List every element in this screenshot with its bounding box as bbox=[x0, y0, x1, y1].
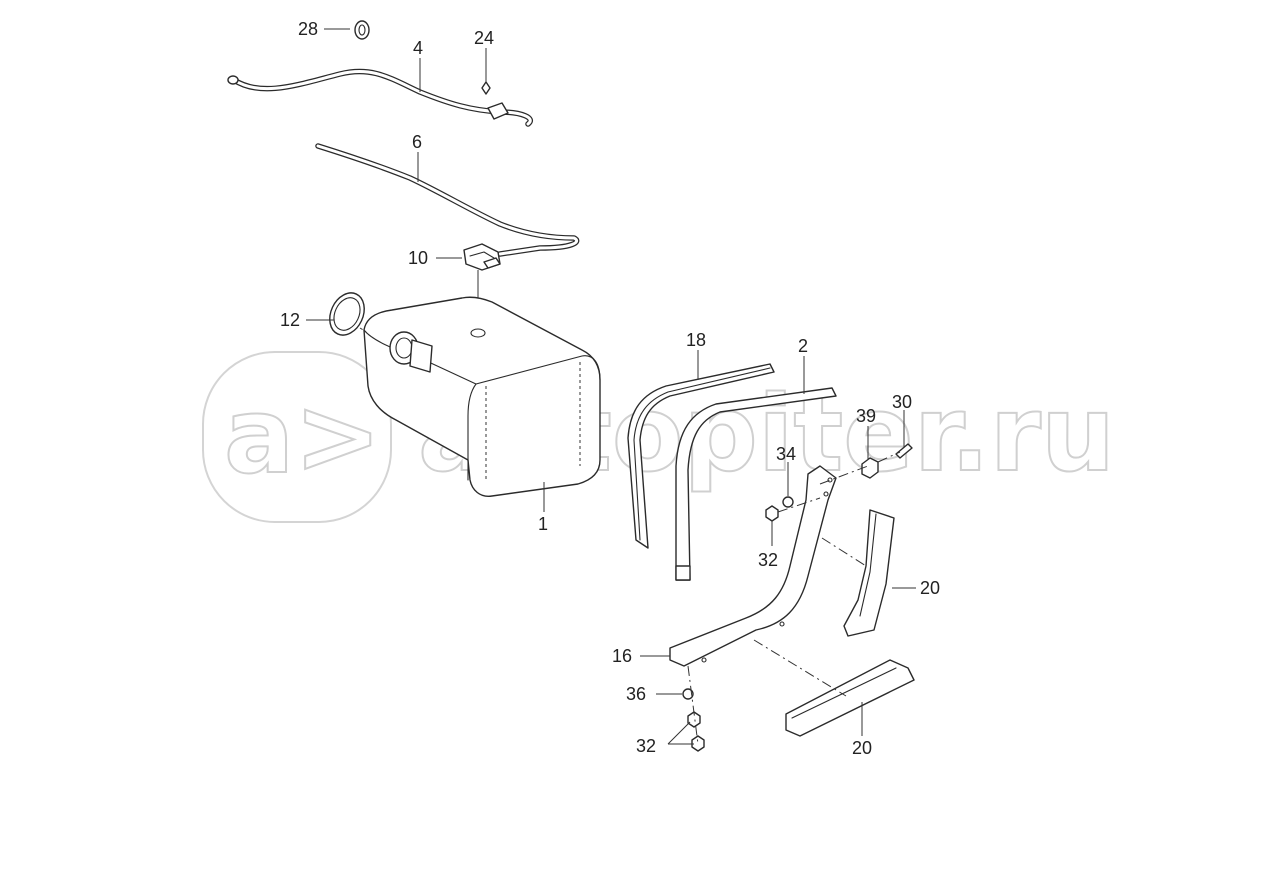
callout-2: 2 bbox=[798, 336, 808, 356]
callout-10: 10 bbox=[408, 248, 428, 268]
rubber-bushing-part-39 bbox=[861, 457, 879, 479]
washer-part-34 bbox=[782, 496, 794, 508]
callout-20-lower: 20 bbox=[852, 738, 872, 758]
callout-1: 1 bbox=[538, 514, 548, 534]
pad-part-20-lower bbox=[785, 659, 915, 737]
callout-36: 36 bbox=[626, 684, 646, 704]
callout-20-upper: 20 bbox=[920, 578, 940, 598]
callout-4: 4 bbox=[413, 38, 423, 58]
nut-part-32-upper bbox=[765, 505, 779, 522]
fuel-line-part-6 bbox=[315, 143, 580, 257]
callout-6: 6 bbox=[412, 132, 422, 152]
callout-18: 18 bbox=[686, 330, 706, 350]
watermark: a> autopiter.ru bbox=[202, 351, 1116, 523]
callout-34: 34 bbox=[776, 444, 796, 464]
watermark-logo-glyph: a> bbox=[224, 375, 381, 497]
callout-28: 28 bbox=[298, 19, 318, 39]
nut-part-32-lower-b bbox=[691, 735, 705, 752]
washer-part-36 bbox=[682, 688, 694, 700]
callout-32-lower: 32 bbox=[636, 736, 656, 756]
callout-39: 39 bbox=[856, 406, 876, 426]
strap-part-2 bbox=[675, 387, 837, 581]
hose-clip-part-24 bbox=[481, 81, 491, 95]
fuel-tank-part-1 bbox=[363, 296, 601, 497]
ring-part-28 bbox=[354, 20, 370, 40]
strap-part-18 bbox=[627, 363, 775, 549]
watermark-logo-frame bbox=[202, 351, 392, 523]
leader-lines bbox=[306, 28, 916, 745]
fuel-line-part-4 bbox=[227, 68, 533, 127]
callout-labels: 28 4 24 6 10 12 1 18 2 30 39 34 32 20 16… bbox=[280, 19, 940, 758]
callout-24: 24 bbox=[474, 28, 494, 48]
pad-part-20-upper bbox=[843, 509, 895, 637]
callout-30: 30 bbox=[892, 392, 912, 412]
callout-32-upper: 32 bbox=[758, 550, 778, 570]
callout-16: 16 bbox=[612, 646, 632, 666]
bracket-part-16 bbox=[669, 465, 837, 667]
sender-unit-part-10 bbox=[463, 243, 501, 320]
assembly-axes bbox=[687, 451, 901, 745]
callout-12: 12 bbox=[280, 310, 300, 330]
